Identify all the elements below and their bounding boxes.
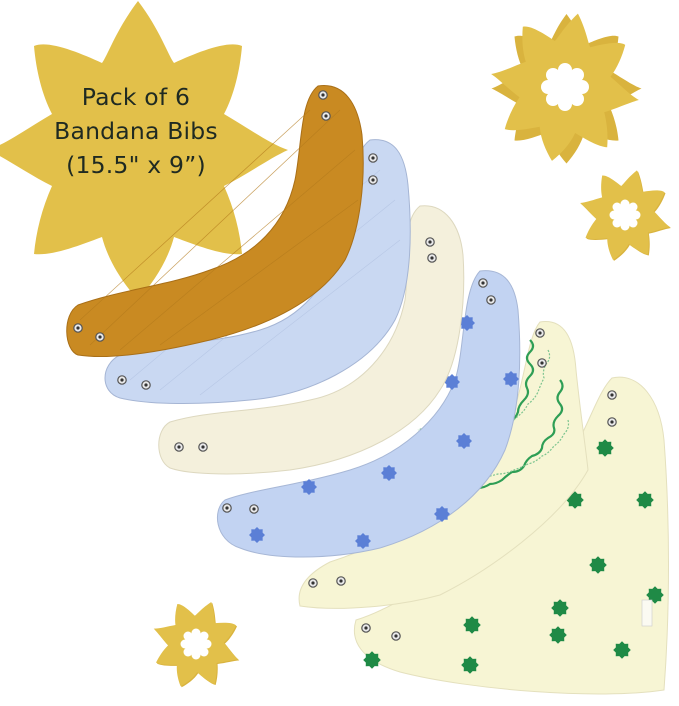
- pack-size-label: Pack of 6 Bandana Bibs (15.5" x 9”): [6, 80, 266, 182]
- blue-star-bib: [217, 270, 521, 558]
- badge-line-3: (15.5" x 9”): [66, 151, 206, 179]
- badge-line-1: Pack of 6: [81, 83, 191, 111]
- badge-line-2: Bandana Bibs: [54, 117, 218, 145]
- flower-decoration-icon: [491, 13, 642, 164]
- flower-decoration-icon: [580, 170, 671, 261]
- mustard-bib: [66, 85, 364, 357]
- cream-bib: [158, 205, 465, 475]
- care-label: [641, 599, 653, 627]
- badge-flower-icon: [0, 1, 288, 300]
- flower-decoration-icon: [153, 601, 240, 688]
